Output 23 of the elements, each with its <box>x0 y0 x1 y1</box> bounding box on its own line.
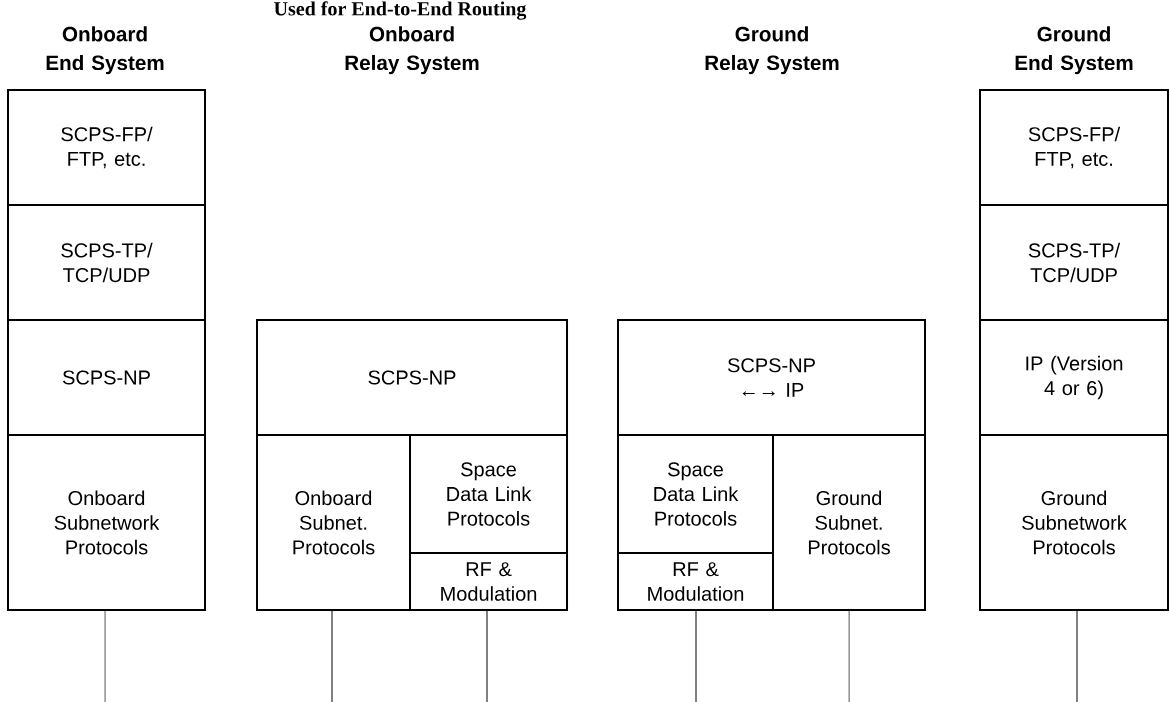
protocol-layer-box: Ground Subnetwork Protocols <box>979 434 1169 611</box>
connector-line <box>695 610 697 702</box>
protocol-layer-box: Space Data Link Protocols <box>617 434 774 554</box>
protocol-layer-box: Onboard Subnet. Protocols <box>256 434 411 611</box>
connector-line <box>1076 610 1078 702</box>
protocol-layer-box: SCPS-NP <box>7 319 206 436</box>
protocol-layer-box: SCPS-NP <box>256 319 568 436</box>
protocol-layer-box: SCPS-NP ←→ IP <box>617 319 926 436</box>
protocol-layer-box: IP (Version 4 or 6) <box>979 319 1169 436</box>
protocol-layer-box: Onboard Subnetwork Protocols <box>7 434 206 611</box>
protocol-layer-box: RF & Modulation <box>617 552 774 611</box>
connector-line <box>331 610 333 702</box>
title: Used for End-to-End Routing <box>274 1 527 20</box>
protocol-layer-box: SCPS-TP/ TCP/UDP <box>979 204 1169 321</box>
protocol-layer-box: SCPS-FP/ FTP, etc. <box>7 89 206 206</box>
protocol-layer-box: Ground Subnet. Protocols <box>772 434 926 611</box>
connector-line <box>486 610 488 702</box>
protocol-layer-box: SCPS-FP/ FTP, etc. <box>979 89 1169 206</box>
protocol-layer-box: RF & Modulation <box>409 552 568 611</box>
column-heading: Onboard Relay System <box>345 26 479 75</box>
column-heading: Ground Relay System <box>705 26 839 75</box>
protocol-layer-box: SCPS-TP/ TCP/UDP <box>7 204 206 321</box>
protocol-layer-box: Space Data Link Protocols <box>409 434 568 554</box>
